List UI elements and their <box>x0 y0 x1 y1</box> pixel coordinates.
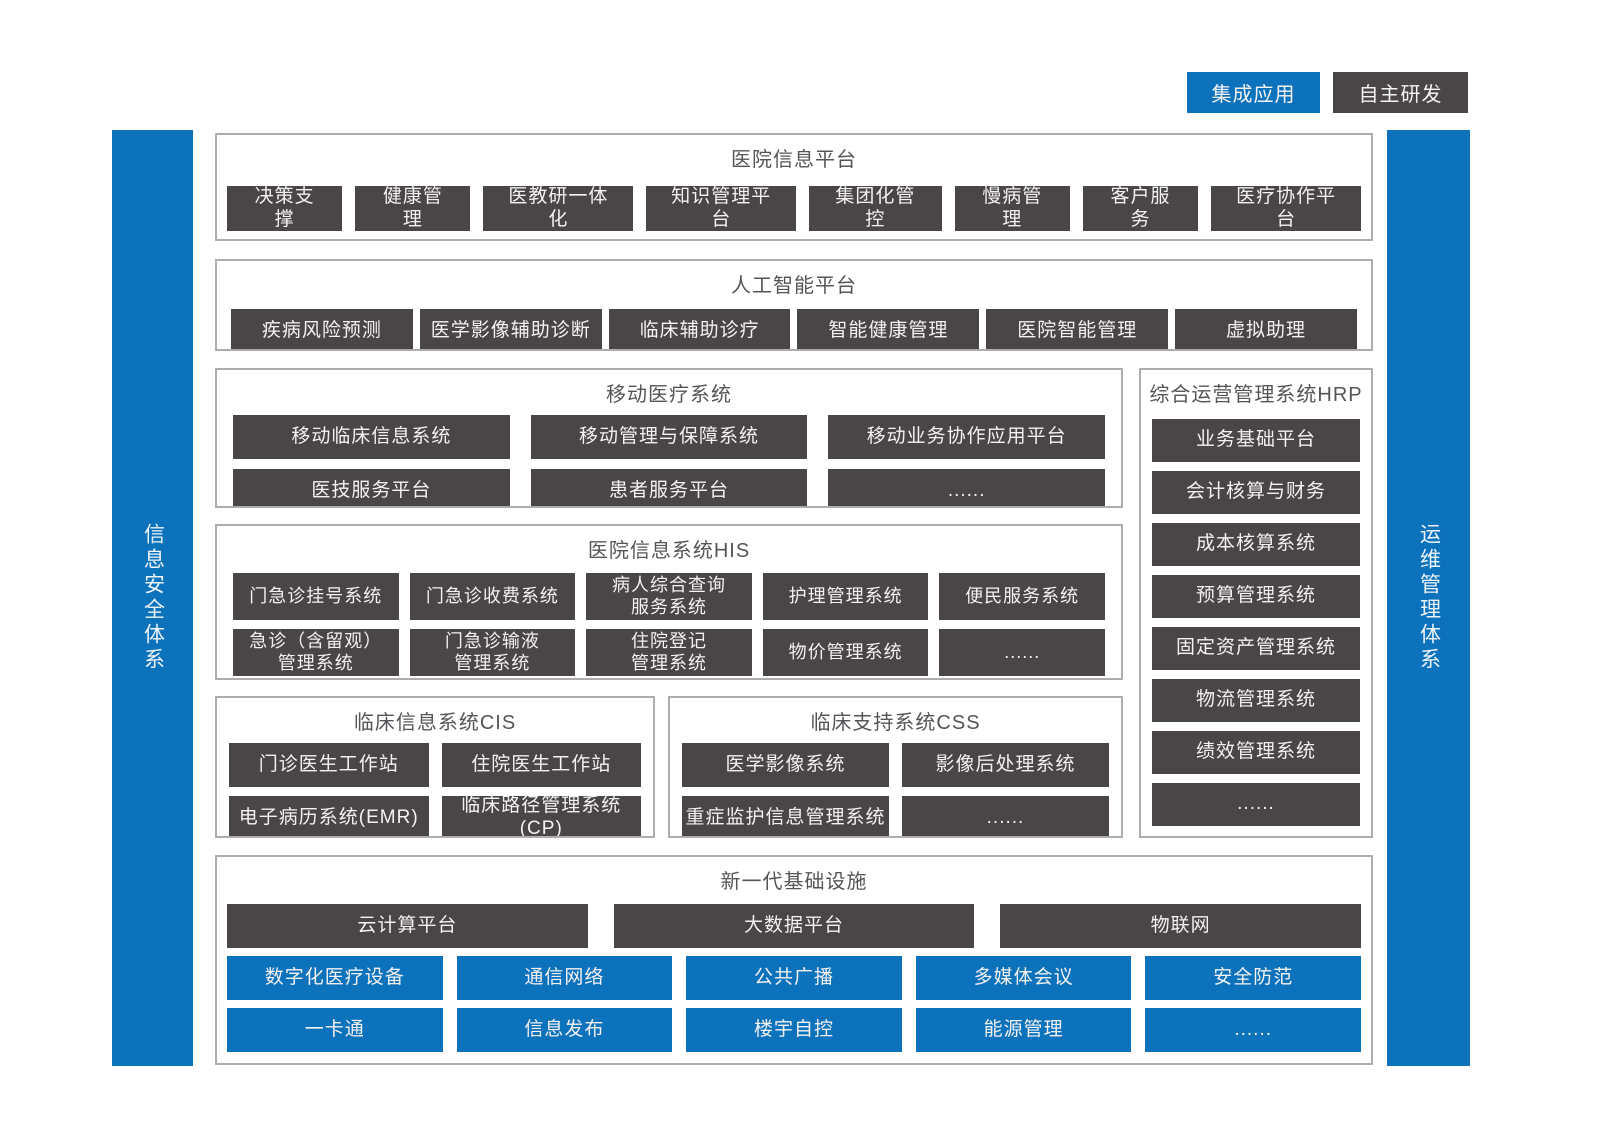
module-box: 智能健康管理 <box>797 309 980 349</box>
module-box: 会计核算与财务 <box>1152 471 1360 514</box>
module-box: 多媒体会议 <box>915 956 1132 1000</box>
module-box: 门诊医生工作站 <box>229 743 429 787</box>
section-title: 医院信息平台 <box>731 149 857 171</box>
module-row: 云计算平台 大数据平台 物联网 <box>227 904 1361 948</box>
module-row: 决策支撑 健康管理 医教研一体化 知识管理平台 集团化管控 慢病管理 客户服务 … <box>217 186 1371 231</box>
module-box: 慢病管理 <box>954 186 1070 231</box>
section-title: 临床信息系统CIS <box>353 712 517 734</box>
module-row: 疾病风险预测 医学影像辅助诊断 临床辅助诊疗 智能健康管理 医院智能管理 虚拟助… <box>231 309 1357 349</box>
module-box: 重症监护信息管理系统 <box>682 796 889 836</box>
section-title: 临床支持系统CSS <box>810 712 981 734</box>
module-box: 移动业务协作应用平台 <box>828 415 1105 459</box>
section-title: 新一代基础设施 <box>720 871 868 893</box>
section-title: 移动医疗系统 <box>606 384 732 406</box>
module-box-ellipsis: ...... <box>939 629 1105 676</box>
module-box: 患者服务平台 <box>530 469 808 506</box>
module-box: 信息发布 <box>456 1008 673 1052</box>
module-box: 住院登记 管理系统 <box>586 629 752 676</box>
module-box: 医学影像辅助诊断 <box>419 309 602 349</box>
module-row: 数字化医疗设备 通信网络 公共广播 多媒体会议 安全防范 <box>227 956 1361 1000</box>
section-css: 临床支持系统CSS 医学影像系统 影像后处理系统 重症监护信息管理系统 ....… <box>668 696 1123 838</box>
module-box: 大数据平台 <box>613 904 975 948</box>
section-his: 医院信息系统HIS 门急诊挂号系统 门急诊收费系统 病人综合查询 服务系统 护理… <box>215 524 1123 680</box>
module-box: 影像后处理系统 <box>902 743 1109 787</box>
info-security-sidebar-label: 信息安全体系 <box>141 523 165 673</box>
module-box: 急诊（含留观） 管理系统 <box>233 629 399 676</box>
module-box: 虚拟助理 <box>1175 309 1357 349</box>
ops-management-sidebar-label: 运维管理体系 <box>1417 523 1441 673</box>
module-grid: 门急诊挂号系统 门急诊收费系统 病人综合查询 服务系统 护理管理系统 便民服务系… <box>233 573 1105 676</box>
module-box: 临床路径管理系统(CP) <box>441 795 641 836</box>
ops-management-sidebar: 运维管理体系 <box>1387 130 1470 1066</box>
module-box: 医技服务平台 <box>233 469 510 506</box>
module-box: 固定资产管理系统 <box>1152 627 1360 670</box>
section-hrp: 综合运营管理系统HRP 业务基础平台 会计核算与财务 成本核算系统 预算管理系统… <box>1139 368 1373 838</box>
module-box: 云计算平台 <box>227 904 588 948</box>
module-box: 疾病风险预测 <box>231 309 413 349</box>
module-box: 病人综合查询 服务系统 <box>586 573 752 620</box>
legend-integrated-chip: 集成应用 <box>1187 72 1320 113</box>
module-box: 楼宇自控 <box>686 1008 902 1052</box>
module-box: 数字化医疗设备 <box>227 956 443 1000</box>
section-ai-platform: 人工智能平台 疾病风险预测 医学影像辅助诊断 临床辅助诊疗 智能健康管理 医院智… <box>215 259 1373 351</box>
module-box: 医教研一体化 <box>483 186 634 231</box>
section-title: 人工智能平台 <box>731 275 857 297</box>
module-box: 物联网 <box>1000 904 1361 948</box>
module-box: 医疗协作平台 <box>1211 186 1361 231</box>
module-box: 成本核算系统 <box>1152 523 1360 566</box>
module-box: 医学影像系统 <box>682 743 889 787</box>
module-box: 一卡通 <box>227 1008 443 1052</box>
module-box: 临床辅助诊疗 <box>608 309 791 349</box>
module-box: 医院智能管理 <box>986 309 1169 349</box>
legend-self-developed-chip: 自主研发 <box>1333 72 1468 113</box>
section-title: 医院信息系统HIS <box>587 540 751 562</box>
module-box: 移动管理与保障系统 <box>530 415 808 459</box>
module-box: 业务基础平台 <box>1152 419 1360 462</box>
module-box: 移动临床信息系统 <box>233 415 510 459</box>
module-box: 物价管理系统 <box>762 629 929 676</box>
section-cis: 临床信息系统CIS 门诊医生工作站 住院医生工作站 电子病历系统(EMR) 临床… <box>215 696 655 838</box>
module-box: 客户服务 <box>1082 186 1199 231</box>
module-box: 健康管理 <box>355 186 471 231</box>
module-box: 门急诊收费系统 <box>409 573 576 620</box>
module-box-ellipsis: ...... <box>828 469 1105 506</box>
module-box-ellipsis: ...... <box>902 796 1109 836</box>
module-box-ellipsis: ...... <box>1145 1008 1361 1052</box>
module-box: 住院医生工作站 <box>441 743 641 787</box>
module-box: 便民服务系统 <box>939 573 1105 620</box>
module-box: 集团化管控 <box>809 186 942 231</box>
module-box: 绩效管理系统 <box>1152 731 1360 774</box>
module-row: 一卡通 信息发布 楼宇自控 能源管理 ...... <box>227 1008 1361 1052</box>
module-box: 通信网络 <box>456 956 673 1000</box>
module-box: 决策支撑 <box>227 186 343 231</box>
module-box: 护理管理系统 <box>762 573 929 620</box>
info-security-sidebar: 信息安全体系 <box>112 130 193 1066</box>
module-box: 物流管理系统 <box>1152 679 1360 722</box>
module-box: 门急诊挂号系统 <box>233 573 399 620</box>
section-title: 综合运营管理系统HRP <box>1149 384 1363 406</box>
module-grid: 门诊医生工作站 住院医生工作站 电子病历系统(EMR) 临床路径管理系统(CP) <box>229 743 641 836</box>
section-infrastructure: 新一代基础设施 云计算平台 大数据平台 物联网 数字化医疗设备 通信网络 公共广… <box>215 855 1373 1065</box>
module-box: 门急诊输液 管理系统 <box>409 629 576 676</box>
module-box: 安全防范 <box>1145 956 1361 1000</box>
section-hospital-info-platform: 医院信息平台 决策支撑 健康管理 医教研一体化 知识管理平台 集团化管控 慢病管… <box>215 133 1373 241</box>
section-mobile-medical: 移动医疗系统 移动临床信息系统 移动管理与保障系统 移动业务协作应用平台 医技服… <box>215 368 1123 508</box>
module-box: 公共广播 <box>686 956 902 1000</box>
module-box: 知识管理平台 <box>646 186 797 231</box>
module-box: 预算管理系统 <box>1152 575 1360 618</box>
module-box: 电子病历系统(EMR) <box>229 796 429 836</box>
module-box-ellipsis: ...... <box>1152 783 1360 826</box>
module-grid: 医学影像系统 影像后处理系统 重症监护信息管理系统 ...... <box>682 743 1109 836</box>
module-box: 能源管理 <box>915 1008 1132 1052</box>
module-grid: 移动临床信息系统 移动管理与保障系统 移动业务协作应用平台 医技服务平台 患者服… <box>233 415 1105 506</box>
module-stack: 业务基础平台 会计核算与财务 成本核算系统 预算管理系统 固定资产管理系统 物流… <box>1152 419 1360 826</box>
